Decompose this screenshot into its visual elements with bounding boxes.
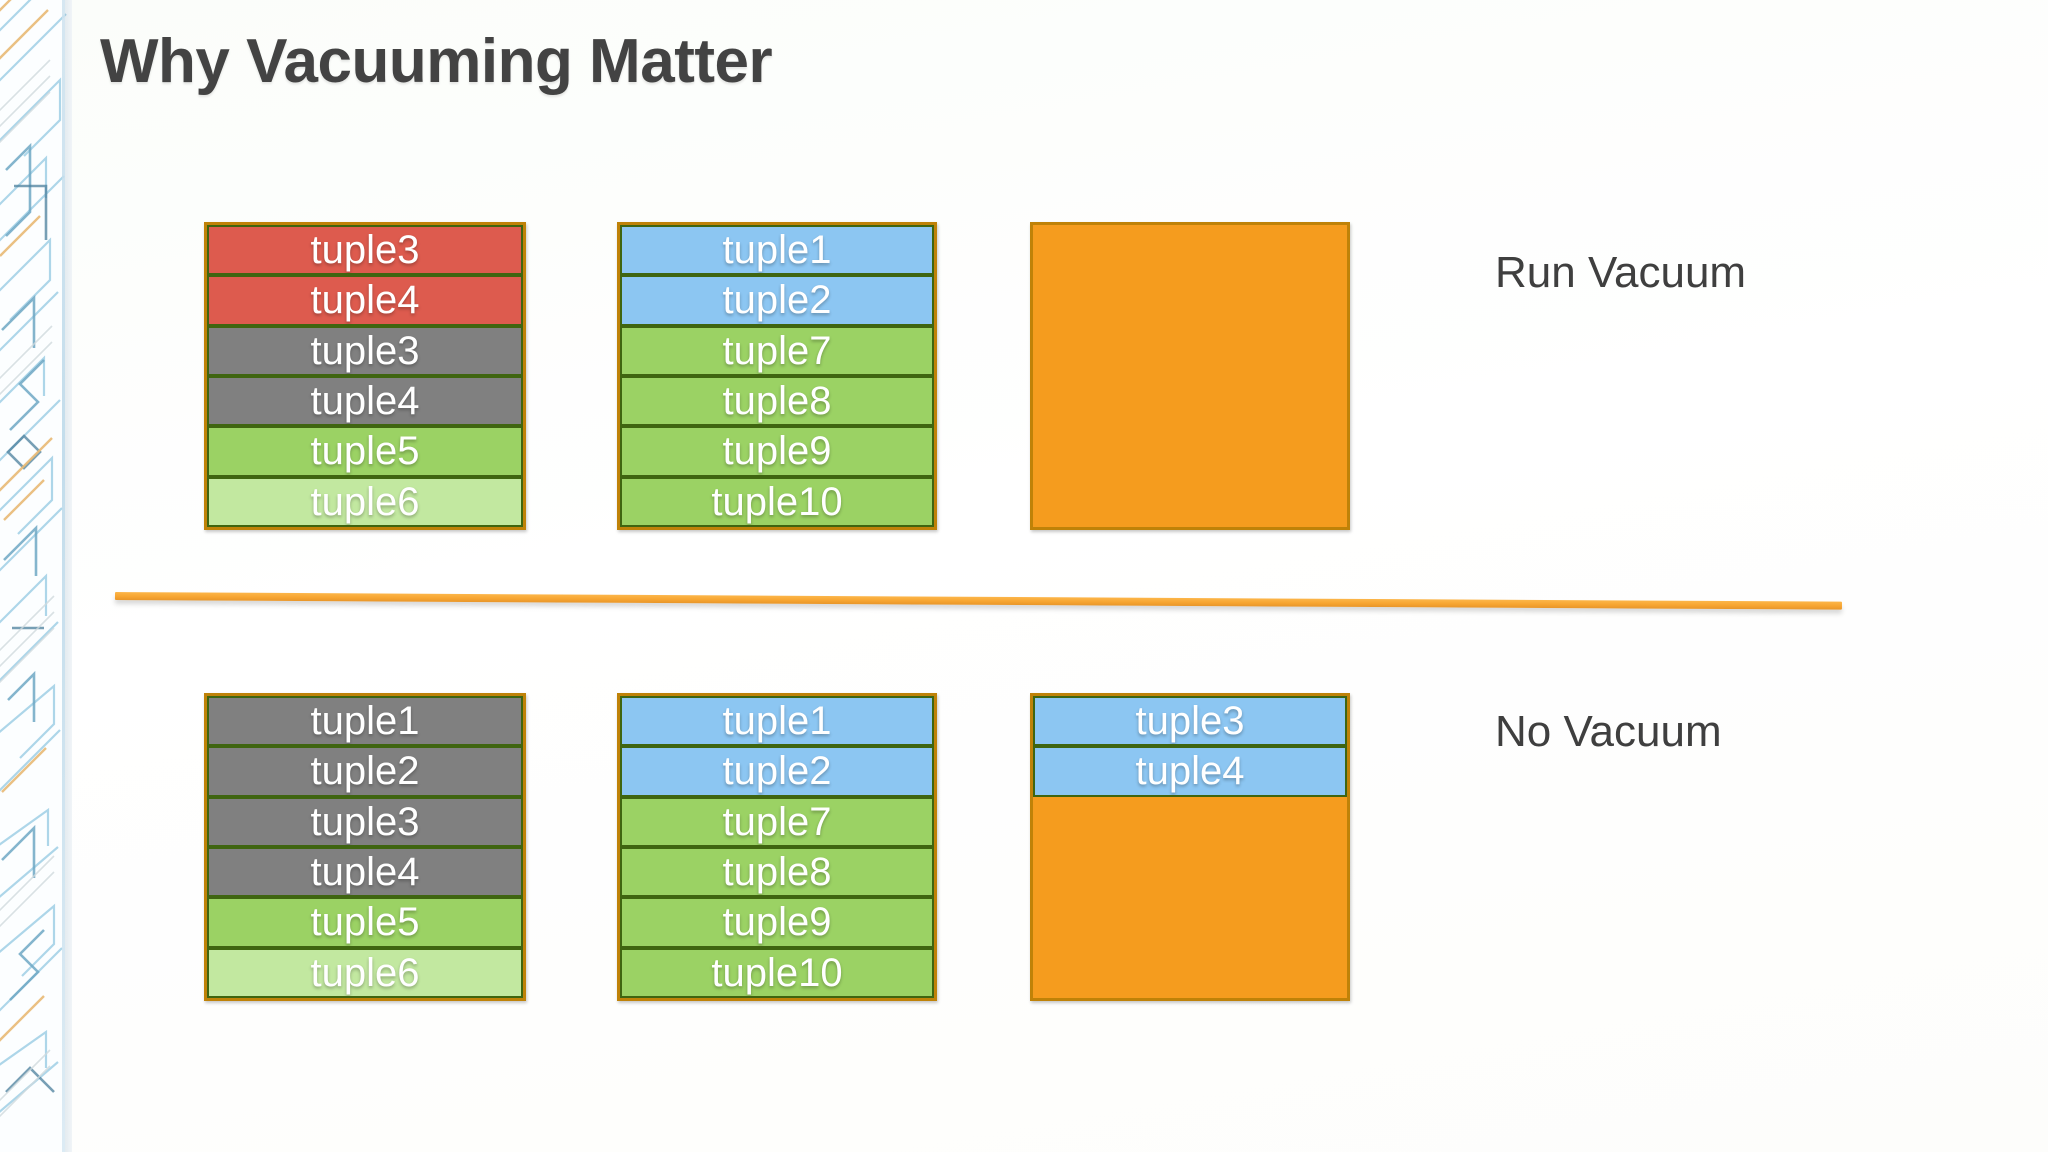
tuple-cell: tuple2: [620, 275, 934, 326]
strip-shadow: [65, 0, 72, 1152]
tuple-cell: tuple2: [207, 746, 523, 797]
tuple-cell: tuple9: [620, 426, 934, 477]
circuit-pattern-icon: [0, 0, 72, 1152]
page-title: Why Vacuuming Matter: [100, 27, 773, 96]
tuple-cell: tuple1: [207, 696, 523, 747]
free-space-area: [1033, 796, 1347, 998]
tuple-cell: tuple2: [620, 746, 934, 797]
tuple-cell: tuple8: [620, 375, 934, 427]
tuple-cell: tuple5: [207, 426, 523, 477]
tuple-cell: tuple9: [620, 897, 934, 948]
tuple-cell: tuple3: [207, 796, 523, 847]
tuple-cell: tuple1: [620, 225, 934, 276]
tuple-cell: tuple1: [620, 696, 934, 747]
row-label-no-vacuum: No Vacuum: [1495, 707, 1722, 756]
strip-edge-line: [62, 0, 65, 1152]
tuple-cell: tuple4: [207, 846, 523, 898]
tuple-cell: tuple3: [1033, 696, 1347, 747]
tuple-cell: tuple3: [207, 325, 523, 376]
tuple-cell: tuple8: [620, 846, 934, 898]
row-label-run-vacuum: Run Vacuum: [1495, 248, 1747, 297]
orange-divider-line: [114, 592, 1842, 610]
tuple-cell: tuple6: [207, 476, 523, 527]
tuple-cell: tuple4: [1033, 746, 1347, 797]
tuple-cell: tuple7: [620, 796, 934, 847]
tuple-cell: tuple6: [207, 947, 523, 998]
tuple-cell: tuple10: [620, 476, 934, 527]
tuple-cell: tuple10: [620, 947, 934, 998]
tuple-cell: tuple4: [207, 375, 523, 427]
tuple-cell: tuple5: [207, 897, 523, 948]
free-space-area: [1033, 225, 1347, 527]
tuple-cell: tuple4: [207, 275, 523, 326]
tuple-cell: tuple7: [620, 325, 934, 376]
tuple-cell: tuple3: [207, 225, 523, 276]
page-block-run-3: [1030, 222, 1350, 530]
